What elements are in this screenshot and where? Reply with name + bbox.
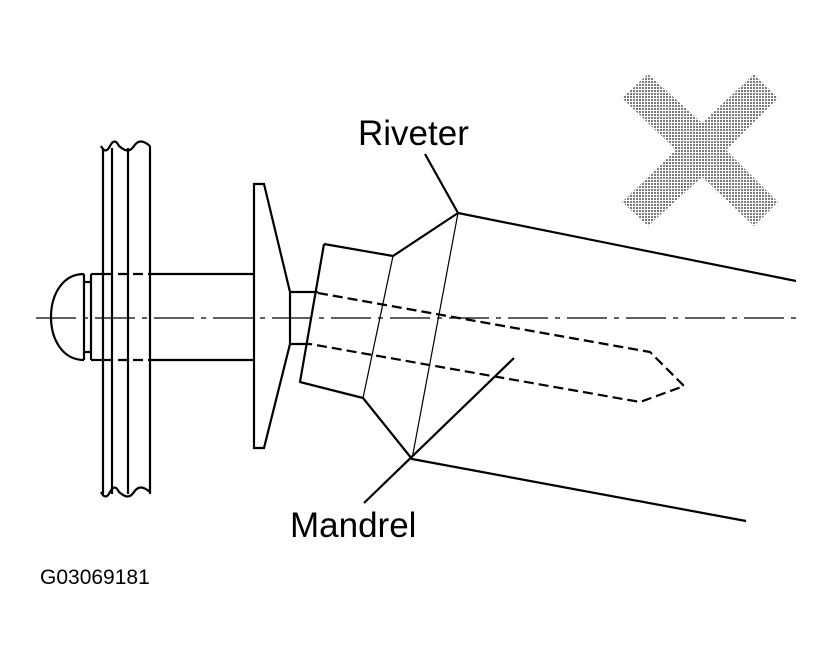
mandrel-label: Mandrel [290, 506, 417, 545]
rivet [49, 272, 254, 362]
x-mark-icon [622, 74, 778, 226]
rivet-flange [252, 182, 318, 450]
rivet-head [49, 272, 85, 362]
panel-plates [100, 140, 152, 498]
mandrel [309, 291, 686, 404]
riveter-leader [424, 153, 459, 214]
riveter-body [298, 211, 797, 523]
figure-code: G03069181 [40, 566, 150, 589]
riveter-label: Riveter [358, 114, 469, 153]
mandrel-leader [363, 357, 515, 504]
